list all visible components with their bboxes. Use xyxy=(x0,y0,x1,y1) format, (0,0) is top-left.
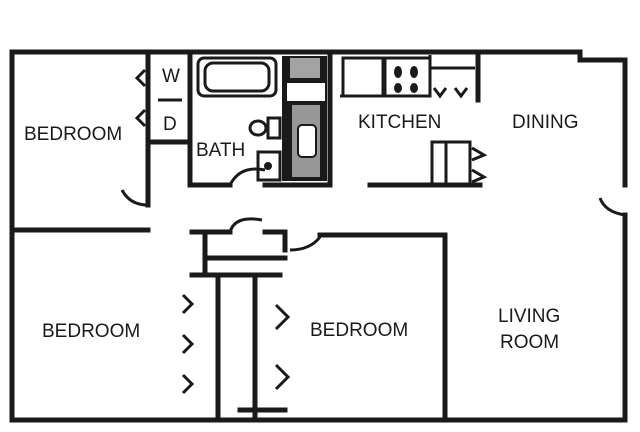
washer-label: W xyxy=(162,66,180,87)
dryer-label: D xyxy=(163,114,177,135)
dining-label: DINING xyxy=(512,112,579,133)
breakfast-bar xyxy=(430,140,472,187)
refrigerator-icon xyxy=(341,56,385,98)
kitchen-label: KITCHEN xyxy=(358,112,441,133)
kitchen-fixtures xyxy=(340,55,488,187)
doors xyxy=(120,68,626,395)
bedroom-1-label: BEDROOM xyxy=(24,124,122,145)
bathtub-icon xyxy=(196,56,278,98)
exterior-walls xyxy=(9,49,628,423)
bedroom-3-label: BEDROOM xyxy=(310,320,408,341)
interior-walls xyxy=(9,49,483,423)
bath-fixtures xyxy=(196,56,327,182)
living-room-label-line1: LIVING xyxy=(498,306,560,327)
sink-icon xyxy=(297,124,317,158)
bedroom-2-label: BEDROOM xyxy=(42,321,140,342)
toilet-icon xyxy=(248,119,268,137)
vanity-icon xyxy=(256,150,282,182)
stove-icon xyxy=(383,56,432,98)
living-room-label-line2: ROOM xyxy=(500,332,559,353)
bath-label: BATH xyxy=(196,140,245,161)
